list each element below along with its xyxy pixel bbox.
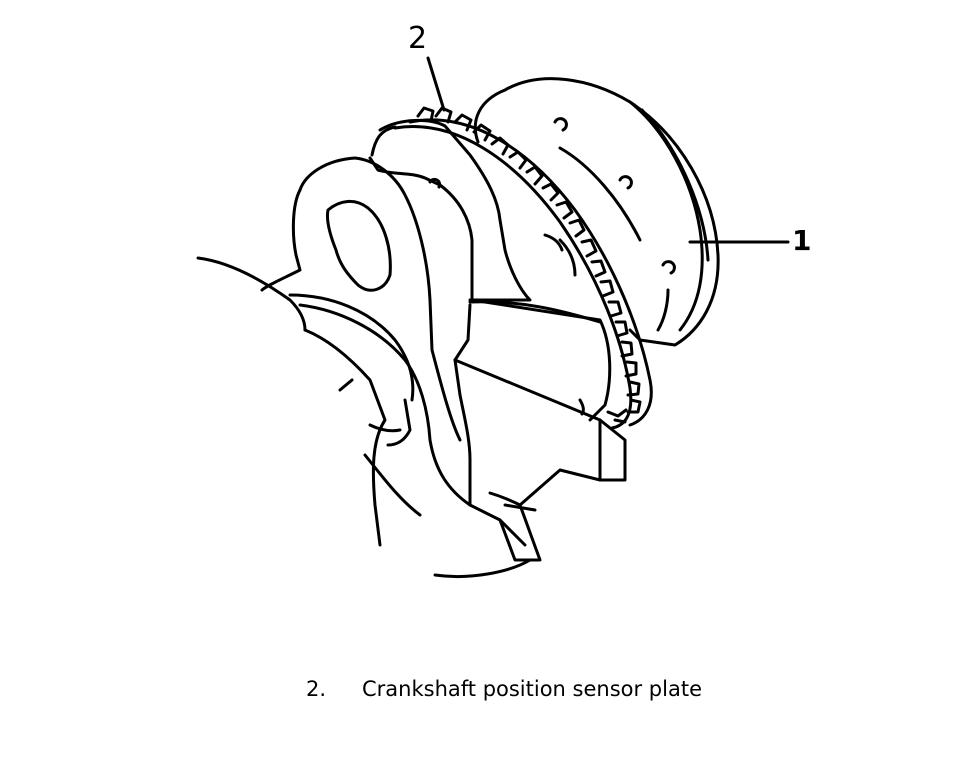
callout-1-number: 1 [792,224,812,257]
crank-journal [260,156,627,562]
crank-web [368,118,612,422]
callout-2-number: 2 [408,21,428,56]
figure-caption: 2. Crankshaft position sensor plate [306,677,702,701]
leader-line-2 [426,56,446,112]
caption-text: Crankshaft position sensor plate [362,677,702,701]
main-bearing-journal [196,256,532,579]
caption-number: 2. [306,677,327,701]
crankshaft-illustration [196,56,790,579]
sensor-plate-ring [393,106,653,430]
